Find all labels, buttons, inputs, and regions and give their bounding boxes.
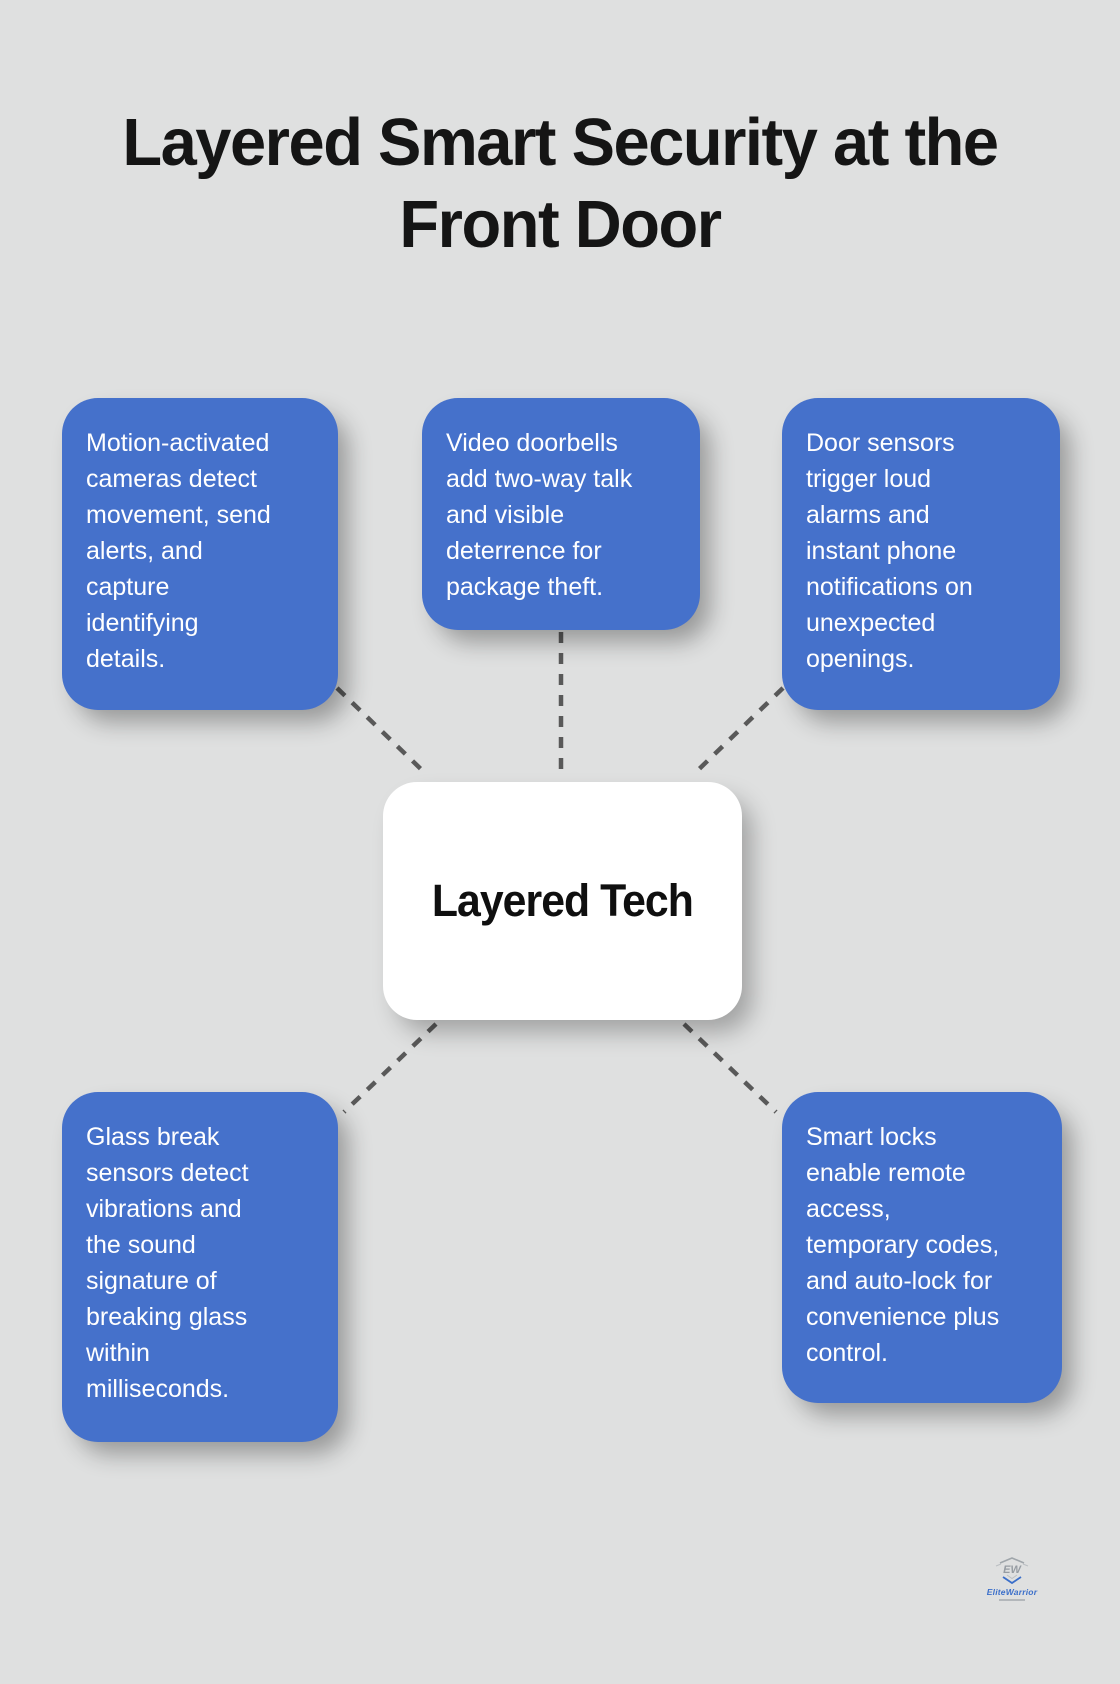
- page-title-line-2: Front Door: [399, 187, 722, 262]
- connector-top-left: [335, 686, 426, 774]
- brand-shield-icon: EW: [995, 1557, 1029, 1585]
- brand-tagline-bar: [999, 1599, 1025, 1601]
- brand-logo: EW EliteWarrior: [984, 1556, 1040, 1601]
- brand-monogram: EW: [1003, 1564, 1022, 1576]
- page-title: Layered Smart Security at the Front Door: [0, 102, 1120, 266]
- connector-top-right: [694, 686, 785, 774]
- node-motion-cameras: Motion-activated cameras detect movement…: [62, 398, 338, 710]
- connector-bottom-right: [682, 1022, 778, 1114]
- page-title-line-1: Layered Smart Security at the: [122, 105, 999, 180]
- connector-bottom-left: [342, 1022, 438, 1114]
- node-smart-locks: Smart locks enable remote access, tempor…: [782, 1092, 1062, 1403]
- node-video-doorbells: Video doorbells add two-way talk and vis…: [422, 398, 700, 630]
- brand-name: EliteWarrior: [986, 1587, 1038, 1597]
- node-glass-break-sensors: Glass break sensors detect vibrations an…: [62, 1092, 338, 1442]
- node-door-sensors: Door sensors trigger loud alarms and ins…: [782, 398, 1060, 710]
- hub-label: Layered Tech: [431, 875, 694, 926]
- hub-layered-tech: Layered Tech: [383, 782, 742, 1020]
